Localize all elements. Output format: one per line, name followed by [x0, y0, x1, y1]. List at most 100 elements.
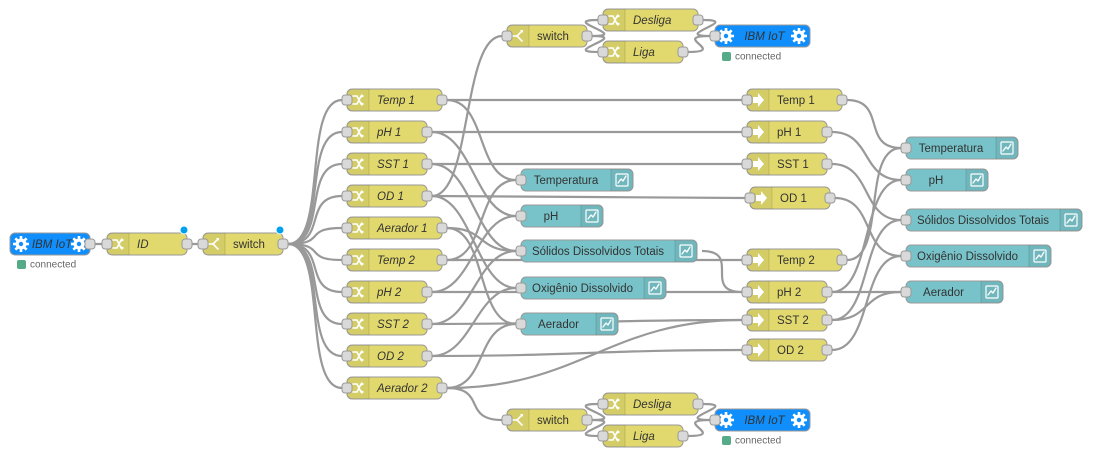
input-port[interactable]	[741, 254, 753, 266]
input-port[interactable]	[341, 350, 353, 362]
wire[interactable]	[431, 249, 517, 326]
wire[interactable]	[287, 194, 343, 246]
flow-node-liga-bot[interactable]: Liga	[597, 424, 689, 448]
output-port[interactable]	[421, 318, 433, 330]
input-port[interactable]	[597, 430, 609, 442]
output-port[interactable]	[581, 30, 593, 42]
input-port[interactable]	[741, 158, 753, 170]
wire[interactable]	[287, 162, 343, 246]
flow-node-o-temp2[interactable]: Temp 2	[741, 248, 848, 272]
wire[interactable]	[584, 402, 606, 422]
output-port[interactable]	[436, 382, 448, 394]
output-port[interactable]	[821, 344, 833, 356]
wire[interactable]	[446, 318, 743, 390]
output-port[interactable]	[421, 190, 433, 202]
flow-node-od2[interactable]: OD 2	[341, 344, 433, 368]
output-port[interactable]	[84, 238, 96, 250]
output-port[interactable]	[677, 430, 689, 442]
input-port[interactable]	[744, 192, 756, 204]
input-port[interactable]	[341, 222, 353, 234]
flow-node-o-ph1[interactable]: pH 1	[741, 120, 833, 144]
input-port[interactable]	[341, 126, 353, 138]
input-port[interactable]	[501, 30, 513, 42]
output-port[interactable]	[836, 254, 848, 266]
flow-node-aer2[interactable]: Aerador 2	[341, 376, 448, 400]
output-port[interactable]	[677, 46, 689, 58]
wire[interactable]	[431, 194, 517, 290]
input-port[interactable]	[515, 245, 527, 257]
input-port[interactable]	[515, 210, 527, 222]
output-port[interactable]	[821, 314, 833, 326]
input-port[interactable]	[900, 142, 912, 154]
output-port[interactable]	[692, 14, 704, 26]
flow-node-sst2[interactable]: SST 2	[341, 312, 433, 336]
output-port[interactable]	[692, 398, 704, 410]
output-port[interactable]	[821, 158, 833, 170]
input-port[interactable]	[741, 286, 753, 298]
flow-node-c-aer-b[interactable]: Aerador	[900, 280, 1004, 304]
flow-node-c-ph-a[interactable]: pH	[515, 204, 604, 228]
flow-node-o-temp1[interactable]: Temp 1	[741, 88, 848, 112]
output-port[interactable]	[821, 286, 833, 298]
input-port[interactable]	[515, 282, 527, 294]
wire[interactable]	[831, 162, 902, 222]
output-port[interactable]	[436, 94, 448, 106]
input-port[interactable]	[341, 382, 353, 394]
flow-node-od1[interactable]: OD 1	[341, 184, 433, 208]
input-port[interactable]	[597, 14, 609, 26]
flow-node-temp1[interactable]: Temp 1	[341, 88, 448, 112]
input-port[interactable]	[597, 46, 609, 58]
input-port[interactable]	[900, 214, 912, 226]
flow-node-temp2[interactable]: Temp 2	[341, 248, 448, 272]
flow-node-c-sst-a[interactable]: Sólidos Dissolvidos Totais	[515, 239, 698, 263]
flow-node-id[interactable]: ID	[101, 225, 193, 256]
wire[interactable]	[584, 34, 606, 54]
flow-node-c-od-b[interactable]: Oxigênio Dissolvido	[900, 244, 1052, 268]
flow-node-c-od-a[interactable]: Oxigênio Dissolvido	[515, 276, 667, 300]
wire[interactable]	[431, 214, 517, 294]
input-port[interactable]	[515, 174, 527, 186]
wire[interactable]	[431, 348, 743, 358]
wire[interactable]	[584, 418, 606, 438]
flow-node-liga-top[interactable]: Liga	[597, 40, 689, 64]
wire[interactable]	[846, 98, 902, 150]
flow-node-o-ph2[interactable]: pH 2	[741, 280, 833, 304]
input-port[interactable]	[197, 238, 209, 250]
wire[interactable]	[431, 34, 503, 198]
flow-node-o-od1[interactable]: OD 1	[744, 186, 836, 210]
wire[interactable]	[831, 130, 902, 182]
input-port[interactable]	[101, 238, 113, 250]
input-port[interactable]	[741, 314, 753, 326]
wire[interactable]	[831, 218, 902, 322]
wire[interactable]	[687, 418, 711, 438]
wire[interactable]	[431, 286, 517, 358]
output-port[interactable]	[421, 350, 433, 362]
input-port[interactable]	[741, 94, 753, 106]
wire[interactable]	[446, 322, 517, 390]
wire[interactable]	[446, 386, 503, 422]
output-port[interactable]	[181, 238, 193, 250]
wire[interactable]	[431, 194, 746, 200]
flow-node-c-sst-b[interactable]: Sólidos Dissolvidos Totais	[900, 208, 1083, 232]
flow-node-c-aer-a[interactable]: Aerador	[515, 312, 619, 336]
flow-node-sst1[interactable]: SST 1	[341, 152, 433, 176]
output-port[interactable]	[436, 222, 448, 234]
wire[interactable]	[701, 249, 743, 294]
wire[interactable]	[831, 254, 902, 352]
input-port[interactable]	[900, 174, 912, 186]
wire[interactable]	[446, 226, 517, 253]
output-port[interactable]	[436, 254, 448, 266]
flow-node-o-sst1[interactable]: SST 1	[741, 152, 833, 176]
output-port[interactable]	[836, 94, 848, 106]
flow-node-ph1[interactable]: pH 1	[341, 120, 433, 144]
wire[interactable]	[687, 34, 711, 54]
input-port[interactable]	[515, 318, 527, 330]
flow-node-o-od2[interactable]: OD 2	[741, 338, 833, 362]
input-port[interactable]	[341, 286, 353, 298]
flow-node-sw-bot[interactable]: switch	[501, 408, 593, 432]
wire[interactable]	[831, 178, 902, 294]
flow-node-c-ph-b[interactable]: pH	[900, 168, 989, 192]
